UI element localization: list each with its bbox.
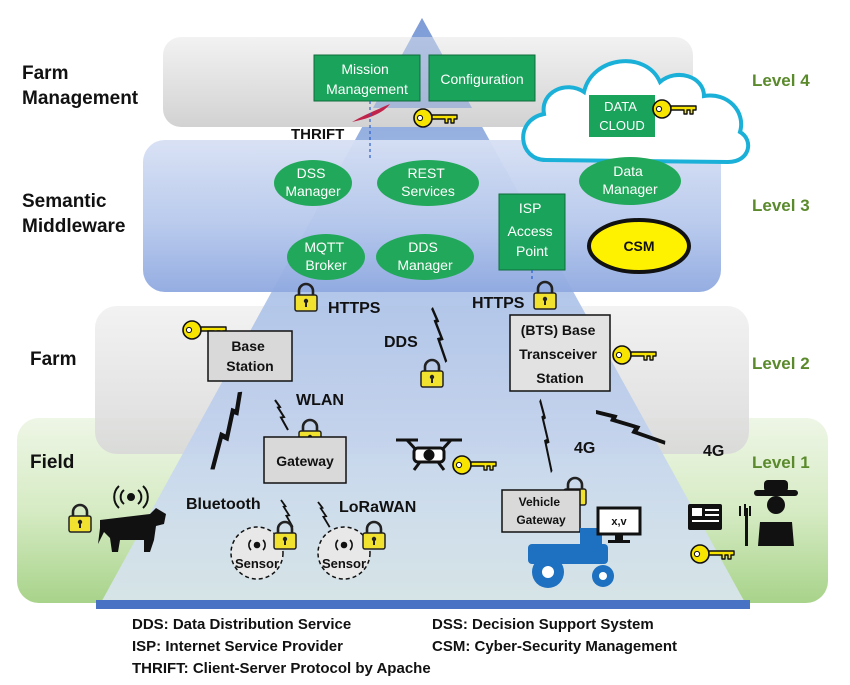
- bts-text: (BTS) Base Transceiver Station: [519, 322, 601, 386]
- csm-ellipse: [587, 218, 691, 274]
- gateway-text: Gateway: [276, 453, 334, 469]
- tractor-icon: [528, 528, 614, 588]
- document-icon: [688, 504, 722, 530]
- bts-box: [509, 314, 611, 392]
- isp-access-point-text: ISP Access Point: [507, 200, 556, 259]
- drone-icon: [396, 438, 462, 471]
- base-station-text: Base Station: [226, 338, 273, 374]
- sensor-left-text: Sensor: [235, 556, 279, 571]
- legend-dds: DDS: Data Distribution Service: [132, 616, 351, 633]
- farm-management-label: Farm Management: [22, 63, 139, 109]
- dds-label: DDS: [384, 334, 418, 351]
- cow-icon: [98, 508, 166, 552]
- 4g-left-label: 4G: [574, 440, 595, 457]
- bluetooth-label: Bluetooth: [186, 496, 261, 513]
- wlan-label: WLAN: [296, 392, 344, 409]
- field-label: Field: [30, 452, 74, 473]
- configuration-box: [428, 54, 536, 102]
- gateway-box: [263, 436, 347, 484]
- monitor-text: x,v: [611, 516, 627, 528]
- legend-thrift: THRIFT: Client-Server Protocol by Apache: [132, 660, 431, 677]
- base-station-box: [207, 330, 293, 382]
- data-cloud-box: [589, 95, 655, 137]
- sensor-right-circle: [317, 526, 371, 580]
- csm-text: CSM: [623, 238, 654, 254]
- https-left-label: HTTPS: [328, 300, 381, 317]
- monitor-icon: [596, 506, 642, 543]
- data-cloud-text: DATA CLOUD: [599, 99, 645, 133]
- mqtt-broker-ellipse: [287, 234, 365, 280]
- mqtt-broker-text: MQTT Broker: [304, 239, 347, 273]
- dss-manager-top-text: DSS Manager: [285, 165, 341, 199]
- thrift-feather-icon: [352, 104, 390, 122]
- rest-services-ellipse: [377, 160, 479, 206]
- thrift-label: THRIFT: [291, 126, 344, 143]
- semantic-middleware-label: Semantic Middleware: [22, 191, 125, 237]
- pyramid: [98, 18, 748, 608]
- https-right-label: HTTPS: [472, 295, 525, 312]
- data-manager-ellipse: [579, 157, 681, 205]
- isp-access-point-box: [498, 193, 566, 271]
- lorawan-label: LoRaWAN: [339, 499, 416, 516]
- sensor-right-text: Sensor: [322, 556, 366, 571]
- legend-dss: DSS: Decision Support System: [432, 616, 654, 633]
- sensor-signal-icon: [335, 539, 353, 551]
- level-3-label: Level 3: [752, 196, 810, 215]
- data-manager-text: Data Manager: [602, 163, 658, 197]
- rest-services-text: REST Services: [401, 165, 455, 199]
- vehicle-gateway-box: [501, 489, 581, 533]
- vehicle-gateway-text: Vehicle Gateway: [516, 495, 566, 527]
- level-1-label: Level 1: [752, 453, 810, 472]
- configuration-text: Configuration: [440, 71, 523, 87]
- farmer-icon: [739, 480, 798, 546]
- sensor-signal-icon: [248, 539, 266, 551]
- 4g-right-label: 4G: [703, 443, 724, 460]
- level-2-label: Level 2: [752, 354, 810, 373]
- dds-manager-text: DDS Manager: [397, 239, 453, 273]
- pyramid-base: [96, 600, 750, 609]
- mission-management-box: [313, 54, 421, 102]
- level-4-label: Level 4: [752, 71, 810, 90]
- dds-manager-ellipse: [376, 234, 474, 280]
- dss-manager-top-ellipse: [274, 160, 352, 206]
- legend-isp: ISP: Internet Service Provider: [132, 638, 343, 655]
- wireless-signal-icon: [113, 485, 149, 509]
- farm-label: Farm: [30, 349, 76, 370]
- sensor-left-circle: [230, 526, 284, 580]
- legend-csm: CSM: Cyber-Security Management: [432, 638, 677, 655]
- mission-management-text: Mission Management: [326, 61, 408, 97]
